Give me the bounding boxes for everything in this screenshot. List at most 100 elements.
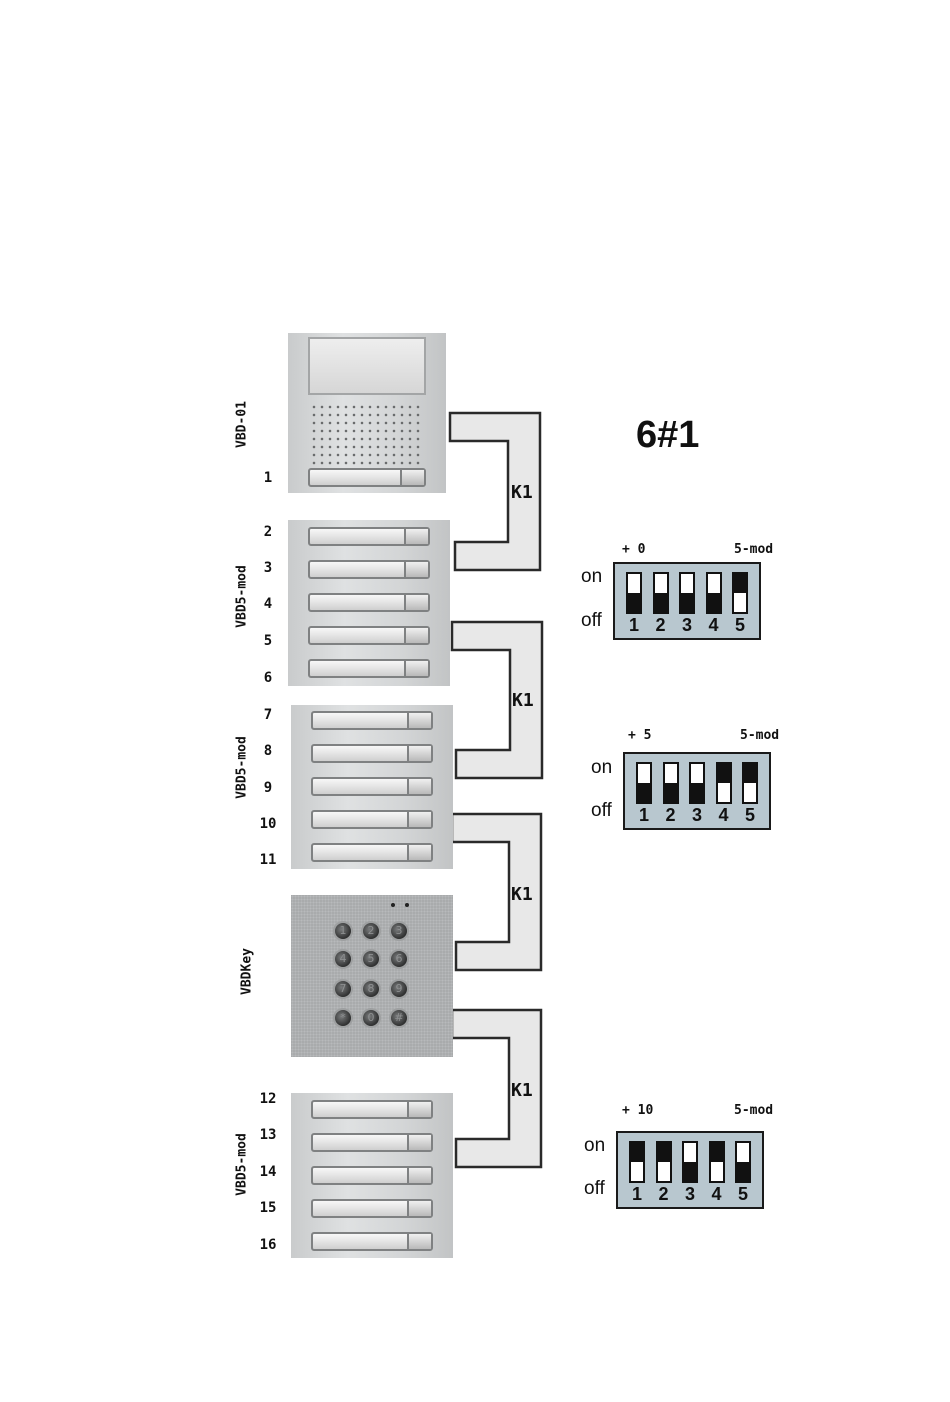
button-number: 10 xyxy=(253,816,283,832)
vbd5-mod-panel-3 xyxy=(291,1093,453,1258)
key-star[interactable]: * xyxy=(333,1008,353,1028)
key-2[interactable]: 2 xyxy=(361,921,381,941)
dip-switch-lever xyxy=(718,764,730,783)
dip-switch-5[interactable] xyxy=(742,762,758,804)
call-button[interactable] xyxy=(308,626,430,645)
dip-switch-number: 4 xyxy=(703,615,725,636)
dip-switch-lever xyxy=(691,783,703,802)
dip-switch-lever xyxy=(628,593,640,612)
dip-switch-4[interactable] xyxy=(706,572,722,614)
dip-switch-number: 1 xyxy=(623,615,645,636)
dip-switch-number: 3 xyxy=(679,1184,701,1205)
call-button[interactable] xyxy=(311,843,433,862)
display-window xyxy=(308,337,426,395)
dip-switch-lever xyxy=(744,764,756,783)
button-number: 6 xyxy=(253,670,283,686)
dip-switch-lever xyxy=(737,1162,749,1181)
dip-offset-label: + 5 xyxy=(628,728,651,743)
dip-switch-1[interactable] xyxy=(626,572,642,614)
key-6[interactable]: 6 xyxy=(389,949,409,969)
dip-switch-1[interactable] xyxy=(636,762,652,804)
button-number: 9 xyxy=(253,780,283,796)
dip-off-label: off xyxy=(584,1178,605,1200)
call-button[interactable] xyxy=(311,1133,433,1152)
dip-switch-2[interactable] xyxy=(663,762,679,804)
call-button[interactable] xyxy=(308,560,430,579)
call-button[interactable] xyxy=(308,527,430,546)
dip-switch-1[interactable] xyxy=(629,1141,645,1183)
call-button[interactable] xyxy=(308,593,430,612)
dip-switch-lever xyxy=(655,593,667,612)
dip-mode-label: 5-mod xyxy=(734,1103,773,1118)
dip-offset-label: + 0 xyxy=(622,542,645,557)
call-button[interactable] xyxy=(308,659,430,678)
diagram-title: 6#1 xyxy=(636,414,699,457)
dip-on-label: on xyxy=(584,1135,605,1157)
module-label-vbd-01: VBD-01 xyxy=(235,385,250,465)
connector-label-3: K1 xyxy=(511,884,533,905)
vbd5-mod-panel-2 xyxy=(291,705,453,869)
dip-switch-number: 5 xyxy=(729,615,751,636)
dip-switch-5[interactable] xyxy=(732,572,748,614)
dip-switch-4[interactable] xyxy=(716,762,732,804)
dip-switch-2[interactable] xyxy=(653,572,669,614)
key-5[interactable]: 5 xyxy=(361,949,381,969)
dip-on-label: on xyxy=(581,566,602,588)
dip-switch-number: 1 xyxy=(626,1184,648,1205)
dip-switch-3[interactable] xyxy=(689,762,705,804)
vbd5-mod-panel-1 xyxy=(288,520,450,686)
button-number: 16 xyxy=(253,1237,283,1253)
dip-switch-2[interactable] xyxy=(656,1141,672,1183)
button-number: 15 xyxy=(253,1200,283,1216)
button-number: 1 xyxy=(253,470,283,486)
call-button[interactable] xyxy=(311,810,433,829)
call-button[interactable] xyxy=(311,711,433,730)
call-button[interactable] xyxy=(308,468,426,487)
dip-switch-3[interactable] xyxy=(682,1141,698,1183)
button-number: 13 xyxy=(253,1127,283,1143)
dip-mode-label: 5-mod xyxy=(734,542,773,557)
button-number: 11 xyxy=(253,852,283,868)
dip-switch-number: 2 xyxy=(653,1184,675,1205)
key-8[interactable]: 8 xyxy=(361,979,381,999)
dip-switch-4[interactable] xyxy=(709,1141,725,1183)
key-hash[interactable]: # xyxy=(389,1008,409,1028)
dip-switch-5[interactable] xyxy=(735,1141,751,1183)
module-label-vbd5-mod-2: VBD5-mod xyxy=(235,723,250,813)
dip-switch-number: 2 xyxy=(650,615,672,636)
key-9[interactable]: 9 xyxy=(389,979,409,999)
vbd-01-panel xyxy=(288,333,446,493)
call-button[interactable] xyxy=(311,777,433,796)
module-label-vbd5-mod-1: VBD5-mod xyxy=(235,552,250,642)
key-7[interactable]: 7 xyxy=(333,979,353,999)
button-number: 2 xyxy=(253,524,283,540)
call-button[interactable] xyxy=(311,1166,433,1185)
dip-switch-number: 3 xyxy=(676,615,698,636)
key-4[interactable]: 4 xyxy=(333,949,353,969)
call-button[interactable] xyxy=(311,744,433,763)
button-number: 14 xyxy=(253,1164,283,1180)
call-button[interactable] xyxy=(311,1199,433,1218)
connector-label-2: K1 xyxy=(512,690,534,711)
key-0[interactable]: 0 xyxy=(361,1008,381,1028)
call-button[interactable] xyxy=(311,1232,433,1251)
indicator-led xyxy=(391,903,395,907)
button-number: 7 xyxy=(253,707,283,723)
dip-switch-number: 5 xyxy=(739,805,761,826)
dip-on-label: on xyxy=(591,757,612,779)
dip-off-label: off xyxy=(591,800,612,822)
dip-switch-lever xyxy=(638,783,650,802)
key-3[interactable]: 3 xyxy=(389,921,409,941)
dip-switch-3[interactable] xyxy=(679,572,695,614)
dip-switch-lever xyxy=(681,593,693,612)
dip-mode-label: 5-mod xyxy=(740,728,779,743)
key-1[interactable]: 1 xyxy=(333,921,353,941)
dip-offset-label: + 10 xyxy=(622,1103,653,1118)
button-number: 12 xyxy=(253,1091,283,1107)
dip-switch-number: 5 xyxy=(732,1184,754,1205)
dip-switch-number: 4 xyxy=(713,805,735,826)
call-button[interactable] xyxy=(311,1100,433,1119)
dip-switch-number: 1 xyxy=(633,805,655,826)
